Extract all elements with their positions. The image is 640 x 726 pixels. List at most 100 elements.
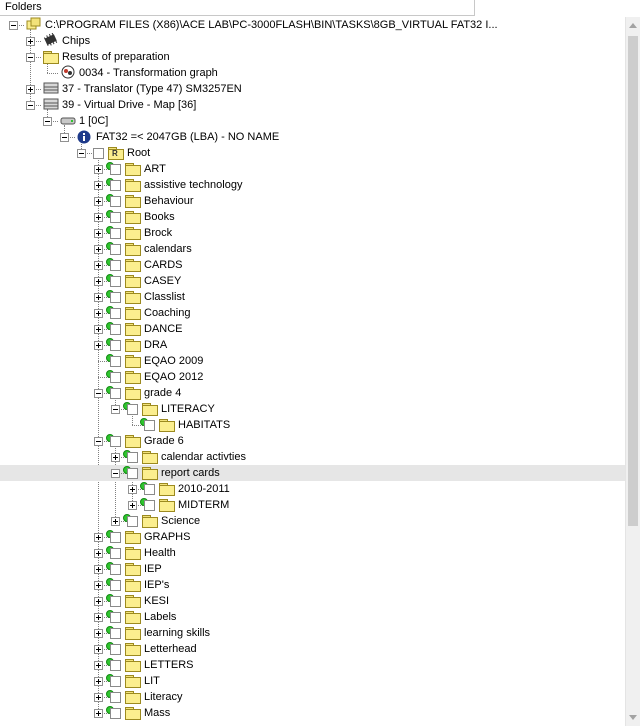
tree-row[interactable]: calendar activties <box>0 449 625 465</box>
tree-row[interactable]: MIDTERM <box>0 497 625 513</box>
folders-header[interactable]: Folders <box>0 0 475 16</box>
tree-row[interactable]: IEP <box>0 561 625 577</box>
collapse-minus-icon[interactable] <box>26 101 35 110</box>
tree-row[interactable]: GRAPHS <box>0 529 625 545</box>
expand-plus-icon[interactable] <box>26 85 35 94</box>
collapse-minus-icon[interactable] <box>26 53 35 62</box>
tree-row[interactable]: Labels <box>0 609 625 625</box>
tree-row[interactable]: Coaching <box>0 305 625 321</box>
expand-plus-icon[interactable] <box>94 229 103 238</box>
expand-plus-icon[interactable] <box>128 485 137 494</box>
folder-checkbox[interactable] <box>110 580 121 591</box>
tree-row[interactable]: ART <box>0 161 625 177</box>
tree-row[interactable]: LITERACY <box>0 401 625 417</box>
expand-plus-icon[interactable] <box>94 677 103 686</box>
folder-checkbox[interactable] <box>110 564 121 575</box>
tree-row[interactable]: DANCE <box>0 321 625 337</box>
tree-row[interactable]: EQAO 2012 <box>0 369 625 385</box>
scroll-down-icon[interactable] <box>629 715 637 720</box>
expand-plus-icon[interactable] <box>94 693 103 702</box>
collapse-minus-icon[interactable] <box>94 389 103 398</box>
folder-checkbox[interactable] <box>110 244 121 255</box>
expand-plus-icon[interactable] <box>94 597 103 606</box>
folder-checkbox[interactable] <box>110 596 121 607</box>
folder-checkbox[interactable] <box>127 468 138 479</box>
scroll-up-icon[interactable] <box>629 23 637 28</box>
expand-plus-icon[interactable] <box>94 181 103 190</box>
tree-row[interactable]: Brock <box>0 225 625 241</box>
tree-row[interactable]: grade 4 <box>0 385 625 401</box>
tree-row[interactable]: IEP's <box>0 577 625 593</box>
tree-row[interactable]: 1 [0C] <box>0 113 625 129</box>
folder-checkbox[interactable] <box>110 340 121 351</box>
folder-checkbox[interactable] <box>110 644 121 655</box>
tree-row[interactable]: LETTERS <box>0 657 625 673</box>
expand-plus-icon[interactable] <box>26 37 35 46</box>
tree-row[interactable]: DRA <box>0 337 625 353</box>
folder-checkbox[interactable] <box>110 660 121 671</box>
tree-row[interactable]: Science <box>0 513 625 529</box>
expand-plus-icon[interactable] <box>94 581 103 590</box>
folder-checkbox[interactable] <box>127 452 138 463</box>
tree-row[interactable]: Classlist <box>0 289 625 305</box>
tree-row[interactable]: Health <box>0 545 625 561</box>
tree-row[interactable]: HABITATS <box>0 417 625 433</box>
expand-plus-icon[interactable] <box>94 549 103 558</box>
tree-row[interactable]: CASEY <box>0 273 625 289</box>
tree-row[interactable]: LIT <box>0 673 625 689</box>
tree-row[interactable]: Literacy <box>0 689 625 705</box>
folder-checkbox[interactable] <box>110 228 121 239</box>
expand-plus-icon[interactable] <box>94 661 103 670</box>
folder-checkbox[interactable] <box>110 292 121 303</box>
folder-checkbox[interactable] <box>110 676 121 687</box>
collapse-minus-icon[interactable] <box>77 149 86 158</box>
collapse-minus-icon[interactable] <box>60 133 69 142</box>
tree-row[interactable]: Mass <box>0 705 625 721</box>
expand-plus-icon[interactable] <box>94 613 103 622</box>
tree-row[interactable]: report cards <box>0 465 625 481</box>
tree-row[interactable]: Results of preparation <box>0 49 625 65</box>
tree-row[interactable]: 39 - Virtual Drive - Map [36] <box>0 97 625 113</box>
expand-plus-icon[interactable] <box>94 277 103 286</box>
collapse-minus-icon[interactable] <box>94 437 103 446</box>
folder-checkbox[interactable] <box>110 692 121 703</box>
expand-plus-icon[interactable] <box>94 709 103 718</box>
folder-checkbox[interactable] <box>110 324 121 335</box>
folder-checkbox[interactable] <box>110 356 121 367</box>
tree-row[interactable]: Grade 6 <box>0 433 625 449</box>
vertical-scrollbar[interactable] <box>625 17 640 726</box>
tree-row[interactable]: EQAO 2009 <box>0 353 625 369</box>
folder-checkbox[interactable] <box>110 196 121 207</box>
folder-checkbox[interactable] <box>110 388 121 399</box>
expand-plus-icon[interactable] <box>94 197 103 206</box>
expand-plus-icon[interactable] <box>94 165 103 174</box>
tree-row[interactable]: FAT32 =< 2047GB (LBA) - NO NAME <box>0 129 625 145</box>
folder-checkbox[interactable] <box>110 612 121 623</box>
folder-checkbox[interactable] <box>110 628 121 639</box>
expand-plus-icon[interactable] <box>94 325 103 334</box>
expand-plus-icon[interactable] <box>94 629 103 638</box>
expand-plus-icon[interactable] <box>94 645 103 654</box>
folder-checkbox[interactable] <box>110 260 121 271</box>
folder-checkbox[interactable] <box>110 164 121 175</box>
folder-tree[interactable]: C:\PROGRAM FILES (X86)\ACE LAB\PC-3000FL… <box>0 17 625 726</box>
tree-row[interactable]: Books <box>0 209 625 225</box>
collapse-minus-icon[interactable] <box>9 21 18 30</box>
folder-checkbox[interactable] <box>110 708 121 719</box>
folder-checkbox[interactable] <box>127 516 138 527</box>
folder-checkbox[interactable] <box>93 148 104 159</box>
expand-plus-icon[interactable] <box>111 517 120 526</box>
tree-row[interactable]: assistive technology <box>0 177 625 193</box>
expand-plus-icon[interactable] <box>94 293 103 302</box>
expand-plus-icon[interactable] <box>94 245 103 254</box>
expand-plus-icon[interactable] <box>94 565 103 574</box>
folder-checkbox[interactable] <box>110 436 121 447</box>
tree-row[interactable]: CARDS <box>0 257 625 273</box>
tree-row[interactable]: 37 - Translator (Type 47) SM3257EN <box>0 81 625 97</box>
tree-row[interactable]: Behaviour <box>0 193 625 209</box>
folder-checkbox[interactable] <box>144 500 155 511</box>
folder-checkbox[interactable] <box>127 404 138 415</box>
folder-checkbox[interactable] <box>110 532 121 543</box>
tree-row[interactable]: Chips <box>0 32 625 49</box>
folder-checkbox[interactable] <box>110 180 121 191</box>
